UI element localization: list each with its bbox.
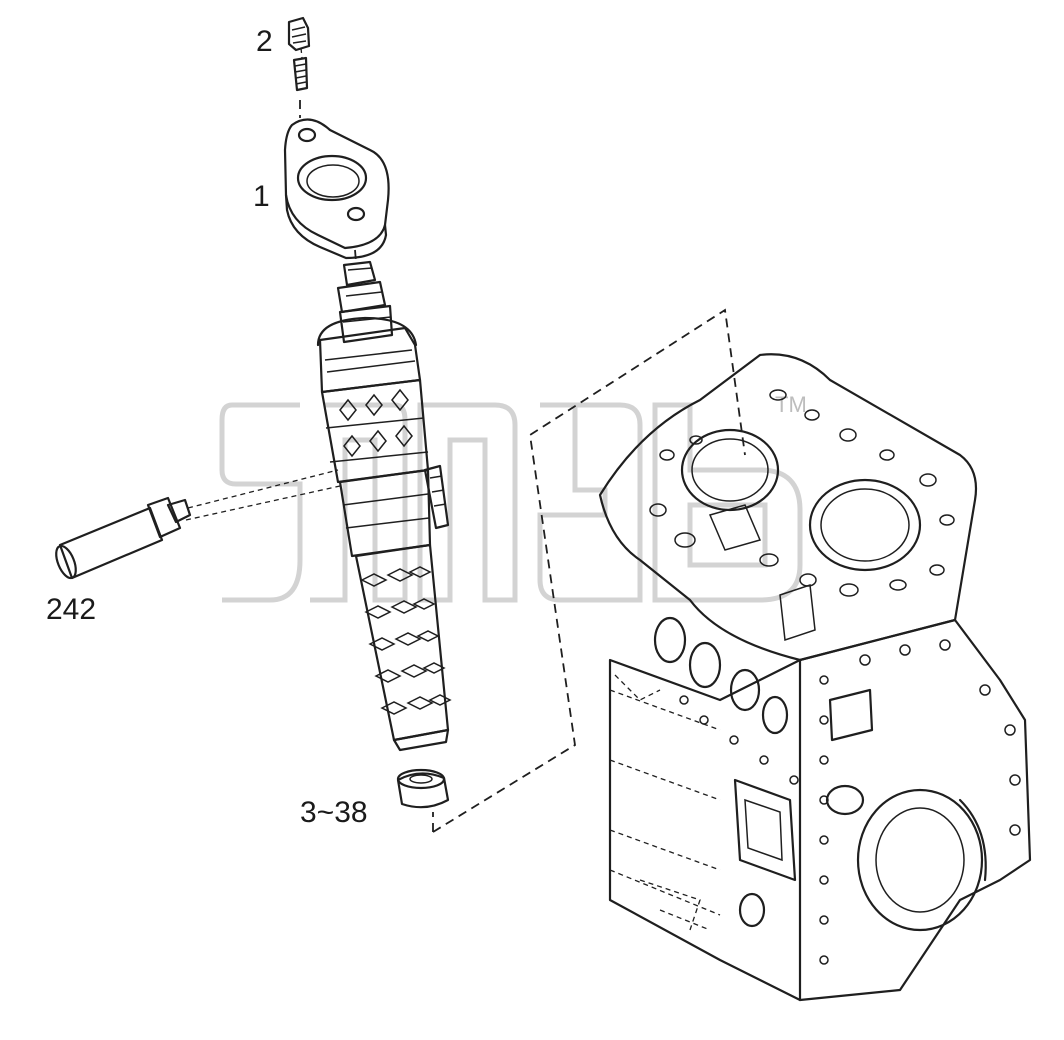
part-3-38-washer [396,768,450,809]
watermark-logo: TM [219,392,807,603]
part-1-flange [283,118,390,260]
callout-part-242: 242 [46,593,96,626]
engine-block [598,353,1032,1002]
callout-part-1: 1 [253,180,270,213]
part-2-bolt [287,16,311,92]
assembly-leader-lines [299,100,746,833]
callout-part-3-38: 3~38 [300,796,368,829]
callout-part-2: 2 [256,25,273,58]
watermark-tm: TM [775,392,807,417]
injector-assembly [316,260,452,752]
part-242-sensor [55,469,341,580]
